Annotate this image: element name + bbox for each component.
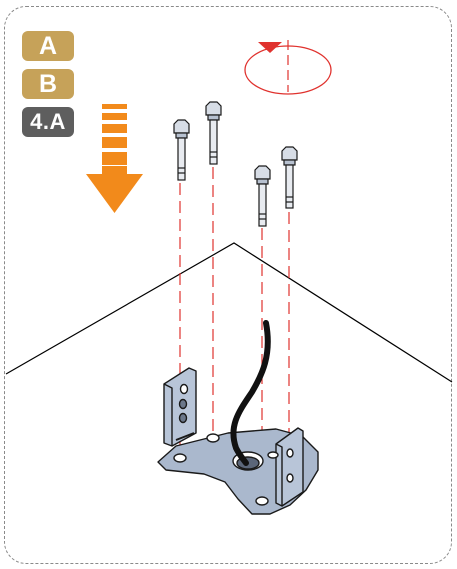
anchor-bolt [254, 165, 271, 227]
anchor-bolt [281, 146, 298, 209]
variant-b-badge: B [22, 69, 74, 99]
panel-frame [4, 6, 452, 564]
anchor-bolt [173, 119, 190, 181]
mounting-bracket [157, 367, 319, 515]
floor-outline [5, 242, 453, 383]
anchor-bolt [205, 101, 222, 165]
cable [230, 320, 271, 466]
step-number-badge: 4.A [22, 107, 74, 137]
down-arrow-icon [86, 104, 143, 213]
variant-a-badge: A [22, 31, 74, 61]
